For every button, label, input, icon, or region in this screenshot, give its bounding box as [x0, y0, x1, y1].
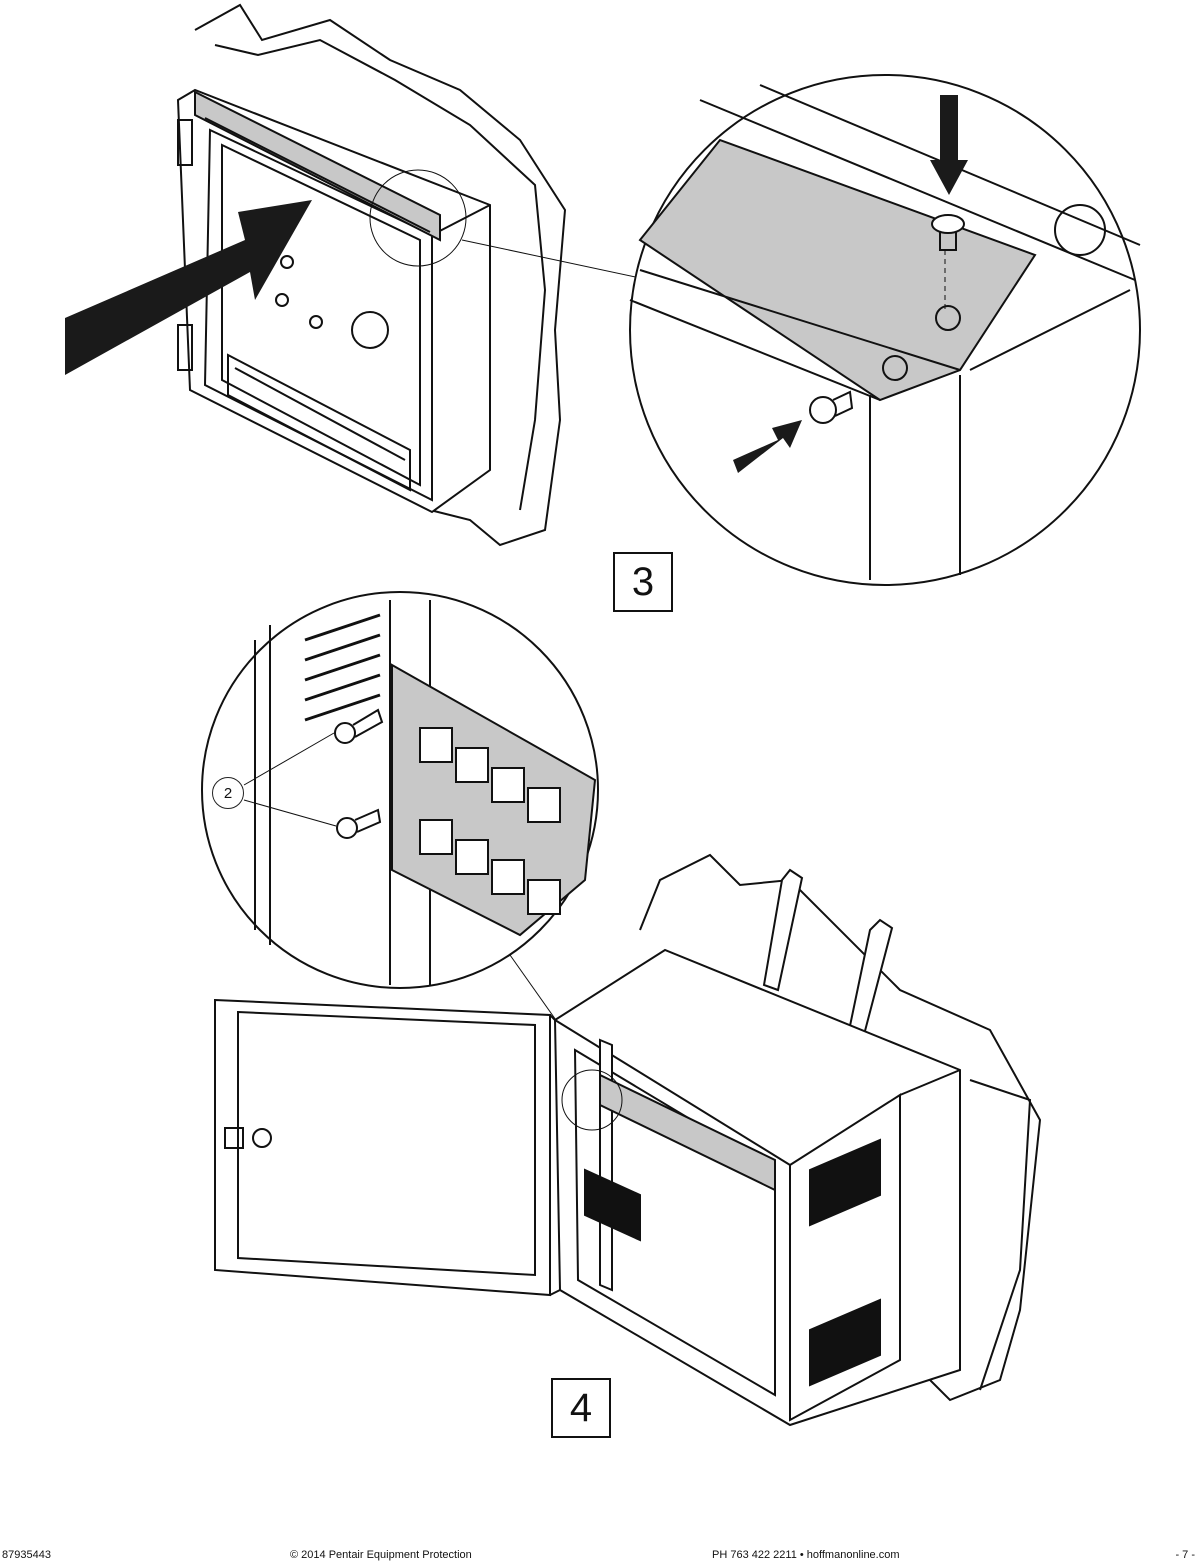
step3-enclosure: [176, 3, 641, 547]
step-4-label: 4: [551, 1378, 611, 1438]
step4-enclosure: [214, 853, 1042, 1427]
step3-detail: [629, 74, 1141, 586]
step4-detail: [201, 591, 599, 1041]
footer-doc-number: 87935443: [2, 1549, 51, 1561]
footer-copyright: © 2014 Pentair Equipment Protection: [290, 1549, 472, 1561]
down-arrow: [930, 95, 968, 195]
footer-contact: PH 763 422 2211 • hoffmanonline.com: [712, 1549, 900, 1561]
screw-callout: 2: [212, 777, 244, 809]
footer-page-number: - 7 -: [1175, 1549, 1195, 1561]
insert-arrow: [65, 200, 312, 375]
side-arrow: [733, 420, 802, 473]
step-3-label: 3: [613, 552, 673, 612]
